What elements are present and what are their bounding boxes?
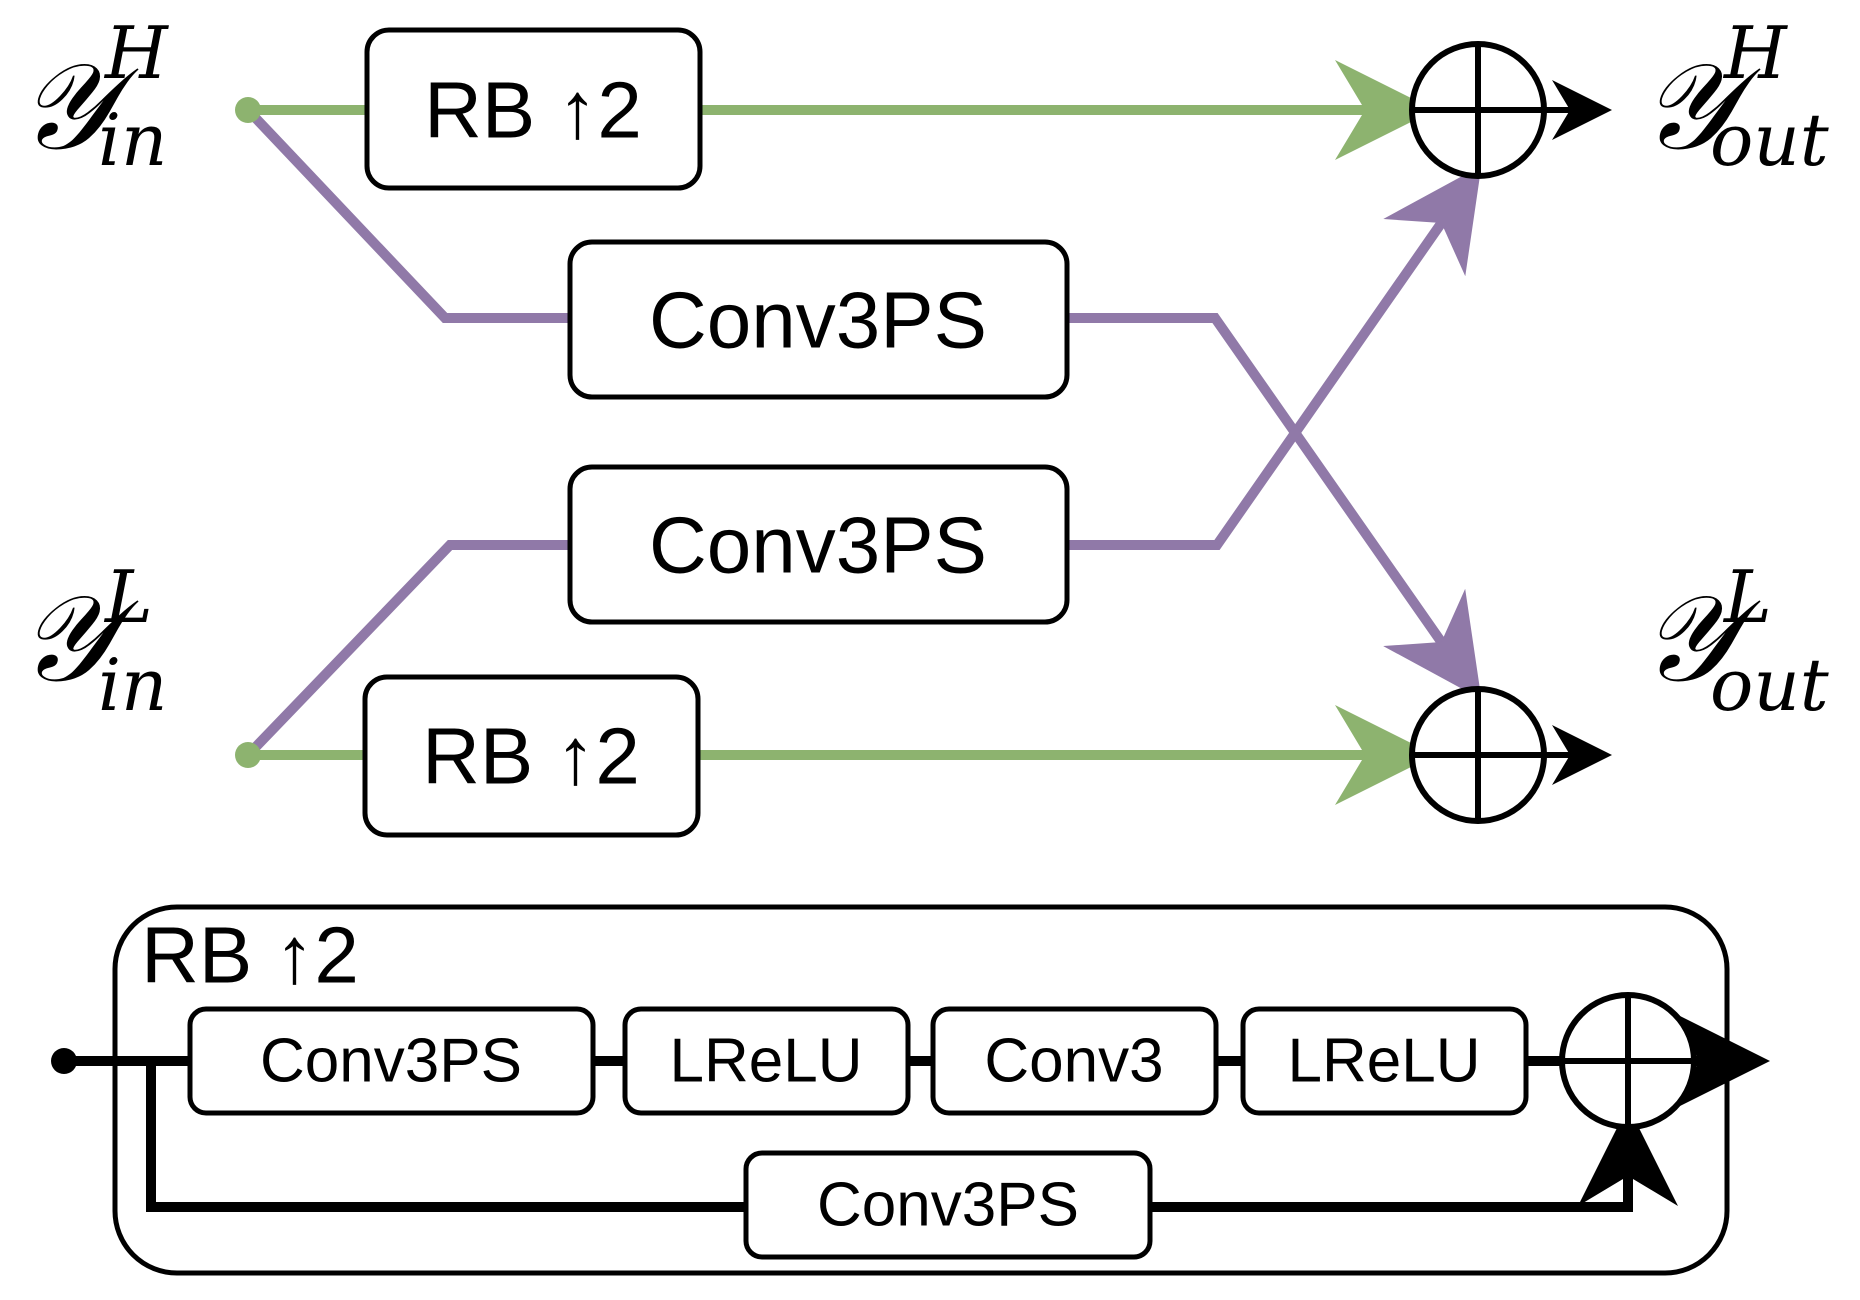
rb-low-block: RB ↑2	[362, 674, 701, 838]
rb-detail-diagram: RB ↑2 Conv3PS LReLU Conv3 LReLU Conv3PS	[51, 904, 1770, 1276]
detail-input-dot	[51, 1048, 77, 1074]
detail-conv3-label: Conv3	[984, 1027, 1163, 1096]
purple-high-left	[244, 106, 570, 323]
detail-conv3-block: Conv3	[930, 1006, 1219, 1116]
conv-low-to-high-block: Conv3PS	[567, 464, 1070, 625]
input-low-dot	[235, 742, 261, 768]
output-high-sub: out	[1710, 98, 1830, 182]
output-high-sup: H	[1722, 11, 1788, 95]
output-high-label: 𝒴 H out	[1640, 11, 1830, 182]
sum-node-high	[1409, 41, 1547, 179]
top-diagram: 𝒴 H in 𝒴 L in 𝒴 H out 𝒴 L out	[18, 11, 1830, 838]
detail-lrelu-1-label: LReLU	[670, 1027, 863, 1096]
detail-conv3ps-block: Conv3PS	[187, 1006, 596, 1116]
purple-low-left	[244, 540, 570, 759]
output-low-label: 𝒴 L out	[1640, 555, 1830, 727]
input-high-label: 𝒴 H in	[18, 11, 169, 182]
rb-high-label: RB ↑2	[424, 66, 642, 155]
purple-low-to-high-path	[1067, 165, 1482, 550]
rb-detail-title: RB ↑2	[141, 911, 359, 1000]
input-high-dot	[235, 97, 261, 123]
input-low-sup: L	[103, 555, 153, 639]
rb-high-block: RB ↑2	[364, 27, 703, 191]
sum-node-low	[1409, 686, 1547, 824]
input-low-sub: in	[98, 643, 167, 727]
detail-sum-node	[1559, 992, 1697, 1130]
detail-lrelu-1-block: LReLU	[622, 1006, 911, 1116]
input-low-label: 𝒴 L in	[18, 555, 167, 727]
purple-high-to-low-path	[1067, 313, 1482, 700]
rb-low-label: RB ↑2	[422, 712, 640, 801]
conv-low-to-high-label: Conv3PS	[649, 501, 987, 590]
detail-skip-conv3ps-block: Conv3PS	[743, 1150, 1153, 1260]
conv-high-to-low-block: Conv3PS	[567, 239, 1070, 400]
detail-skip-conv3ps-label: Conv3PS	[817, 1171, 1079, 1240]
output-low-sub: out	[1710, 643, 1830, 727]
detail-lrelu-2-label: LReLU	[1288, 1027, 1481, 1096]
input-high-sup: H	[103, 11, 169, 95]
conv-high-to-low-label: Conv3PS	[649, 276, 987, 365]
detail-lrelu-2-block: LReLU	[1240, 1006, 1529, 1116]
detail-conv3ps-label: Conv3PS	[260, 1027, 522, 1096]
output-low-sup: L	[1722, 555, 1772, 639]
input-high-sub: in	[98, 98, 167, 182]
